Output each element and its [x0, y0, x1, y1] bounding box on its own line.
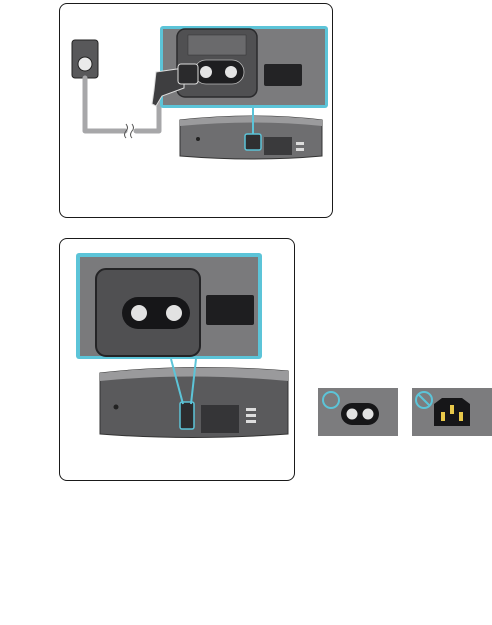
correct-plug-thumbnail [318, 388, 398, 436]
ok-circle-icon [322, 391, 340, 409]
wall-outlet-icon [71, 39, 99, 79]
prohibited-icon [415, 391, 433, 409]
power-plug-icon [151, 63, 199, 107]
soundbar-rear-panel [179, 115, 323, 160]
zoom-connector [170, 358, 197, 405]
socket-closeup-illustration [76, 253, 289, 438]
connect-power-illustration [71, 26, 328, 160]
incorrect-plug-thumbnail [412, 388, 492, 436]
step-power-socket-closeup-panel [59, 238, 295, 481]
cable-break-icon [124, 123, 134, 139]
step-connect-power-panel [59, 3, 333, 218]
power-socket-zoom [76, 253, 262, 359]
figure-8-plug-icon [341, 403, 379, 425]
power-socket-zoom [160, 26, 328, 108]
